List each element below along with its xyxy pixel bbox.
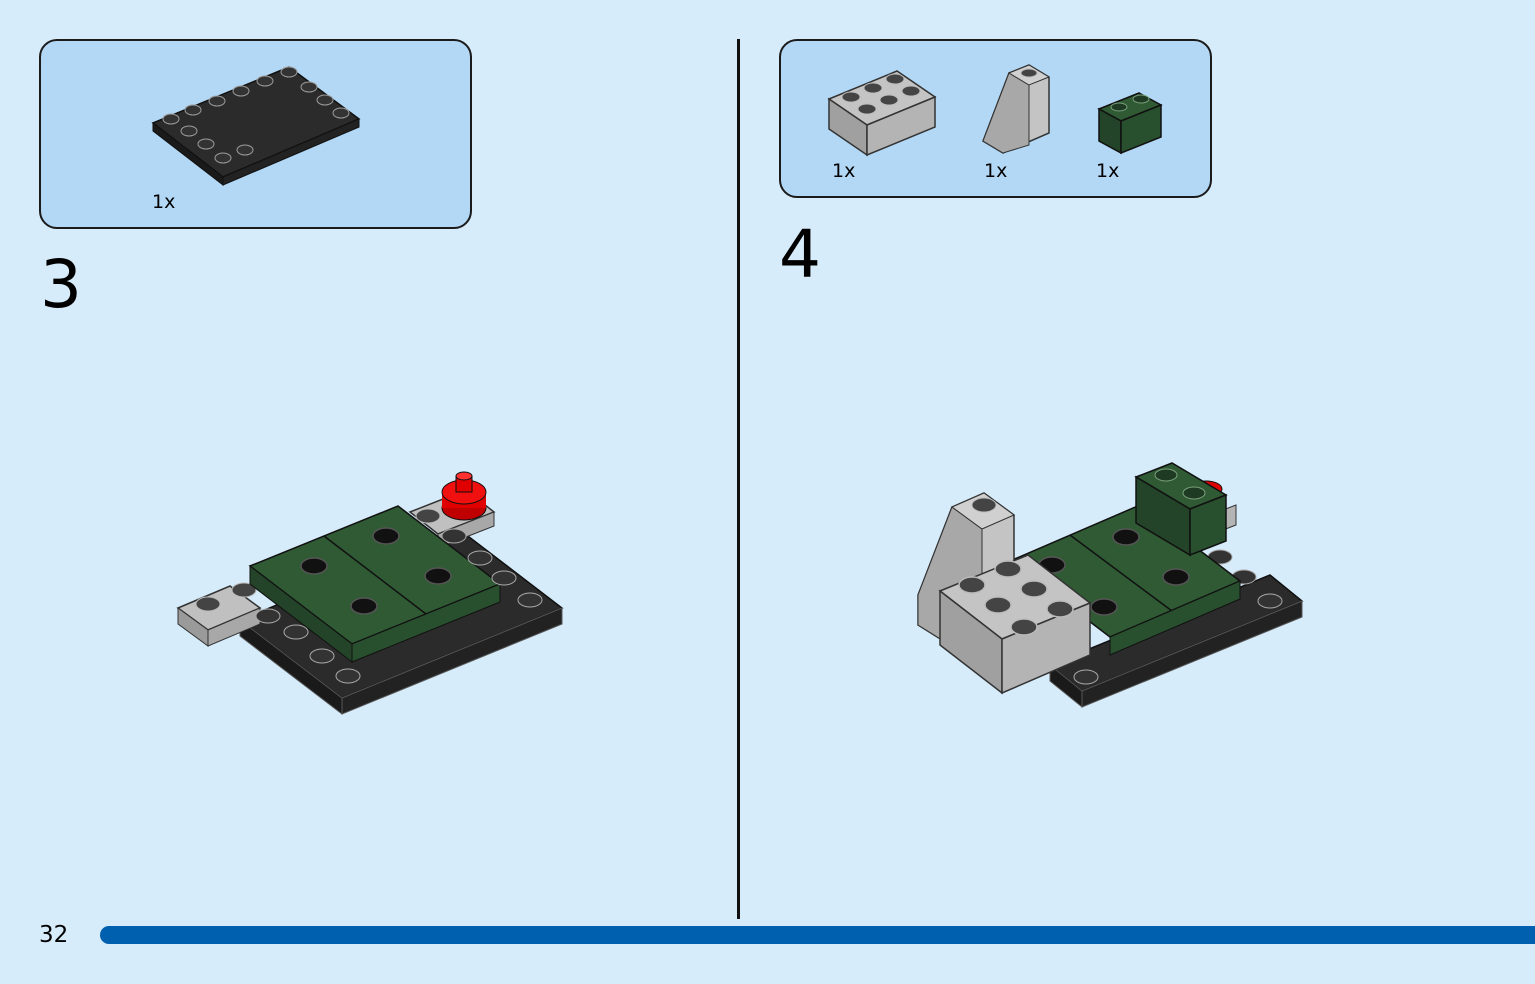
step-3-assembly-illustration xyxy=(176,471,564,716)
brick-1x2-dark-green-icon xyxy=(1097,92,1163,155)
page-number: 32 xyxy=(39,922,69,948)
part-quantity: 1x xyxy=(832,160,856,182)
page-bar xyxy=(100,926,1535,944)
step-divider xyxy=(737,39,740,919)
slope-1x2x3-light-grey-icon xyxy=(982,64,1051,154)
step-number: 3 xyxy=(40,246,82,323)
brick-2x3-light-grey-icon xyxy=(827,70,937,157)
part-quantity: 1x xyxy=(1096,160,1120,182)
step-4-assembly-illustration xyxy=(917,462,1304,709)
part-quantity: 1x xyxy=(984,160,1008,182)
step-number: 4 xyxy=(779,216,821,293)
parts-callout-step-3: 1x xyxy=(39,39,472,229)
plate-4x6-black-icon xyxy=(151,66,361,187)
part-quantity: 1x xyxy=(152,191,176,213)
parts-callout-step-4: 1x 1x 1x xyxy=(779,39,1212,198)
